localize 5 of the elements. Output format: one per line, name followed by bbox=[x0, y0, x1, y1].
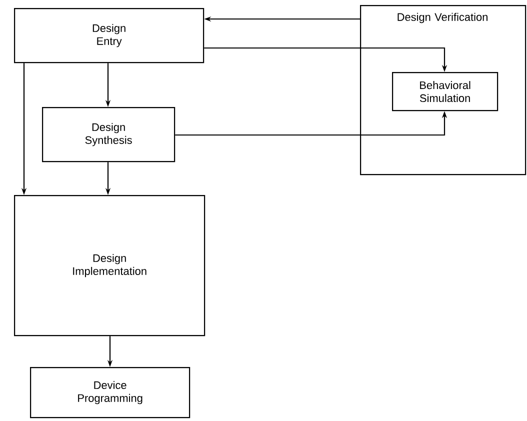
process-box: Device Programming bbox=[30, 367, 190, 418]
process-box: Behavioral Simulation bbox=[392, 72, 498, 112]
process-box: Design Implementation bbox=[14, 195, 206, 336]
process-box: Design Entry bbox=[14, 8, 204, 64]
process-box: Design Synthesis bbox=[42, 107, 176, 162]
